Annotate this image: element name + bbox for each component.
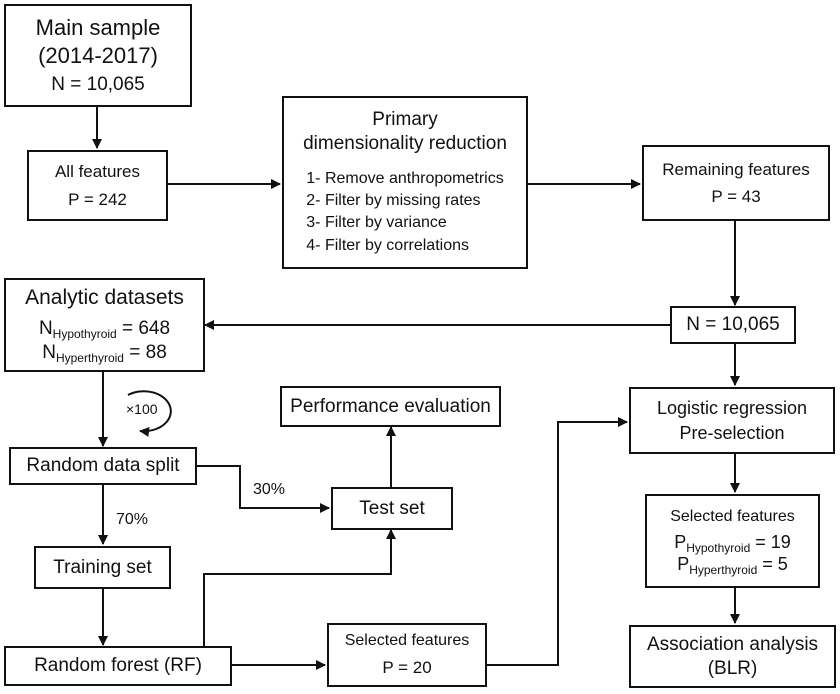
arrow-selected-to-logistic xyxy=(487,417,628,666)
association-line2: (BLR) xyxy=(707,657,758,679)
main-sample-title: Main sample xyxy=(35,15,161,41)
rf-selected-features-box: Selected features P = 20 xyxy=(327,623,487,687)
lr-hypo-subscript: Hypothyroid xyxy=(686,540,751,555)
n-total-box: N = 10,065 xyxy=(670,306,796,344)
logistic-line1: Logistic regression xyxy=(656,398,808,418)
main-sample-n: N = 10,065 xyxy=(51,74,145,96)
training-set-box: Training set xyxy=(34,546,171,589)
rf-selected-p: P = 20 xyxy=(382,658,432,678)
hyper-value: = 88 xyxy=(123,342,167,364)
all-features-title: All features xyxy=(54,162,141,182)
lr-selected-hyper: PHyperthyroid = 5 xyxy=(677,553,788,577)
test-set-box: Test set xyxy=(331,487,453,530)
analytic-hypo-count: NHypothyroid = 648 xyxy=(39,317,170,341)
logistic-line2: Pre-selection xyxy=(679,422,785,443)
association-line1: Association analysis xyxy=(646,633,819,655)
hypo-value: = 648 xyxy=(116,318,171,340)
random-split-box: Random data split xyxy=(9,447,197,485)
lr-selected-title: Selected features xyxy=(670,507,795,525)
n-total-text: N = 10,065 xyxy=(686,314,780,336)
lr-hyper-p-symbol: P xyxy=(677,554,690,574)
test-split-percent: 30% xyxy=(253,481,286,498)
reduction-step: 1- Remove anthropometrics xyxy=(306,169,504,187)
all-features-box: All features P = 242 xyxy=(27,150,168,221)
remaining-features-box: Remaining features P = 43 xyxy=(642,145,830,221)
training-set-text: Training set xyxy=(53,556,152,578)
lr-hyper-value: = 5 xyxy=(757,554,788,574)
hypo-subscript: Hypothyroid xyxy=(52,327,117,342)
random-forest-box: Random forest (RF) xyxy=(4,646,232,686)
hyper-subscript: Hyperthyroid xyxy=(55,351,124,366)
reduction-title-line1: Primary xyxy=(372,109,438,130)
hyper-n-symbol: N xyxy=(42,342,56,364)
all-features-p: P = 242 xyxy=(68,189,127,209)
reduction-steps-list: 1- Remove anthropometrics 2- Filter by m… xyxy=(306,168,503,258)
lr-selected-hypo: PHypothyroid = 19 xyxy=(674,531,791,555)
analytic-datasets-title: Analytic datasets xyxy=(25,286,184,310)
train-split-percent: 70% xyxy=(116,511,149,528)
rf-selected-title: Selected features xyxy=(344,632,470,650)
reduction-step: 4- Filter by correlations xyxy=(306,236,469,254)
reduction-title-line2: dimensionality reduction xyxy=(303,132,507,154)
primary-reduction-box: Primary dimensionality reduction 1- Remo… xyxy=(282,96,528,269)
analytic-hyper-count: NHyperthyroid = 88 xyxy=(42,341,167,365)
main-sample-years: (2014-2017) xyxy=(38,42,158,68)
remaining-features-p: P = 43 xyxy=(711,187,761,206)
reduction-step: 3- Filter by variance xyxy=(306,214,447,232)
association-analysis-box: Association analysis (BLR) xyxy=(629,625,836,688)
performance-evaluation-box: Performance evaluation xyxy=(280,386,501,427)
main-sample-box: Main sample (2014-2017) N = 10,065 xyxy=(4,4,192,107)
remaining-features-title: Remaining features xyxy=(662,159,810,179)
random-split-text: Random data split xyxy=(26,455,180,477)
lr-hypo-p-symbol: P xyxy=(674,531,687,552)
logistic-regression-box: Logistic regression Pre-selection xyxy=(629,387,835,454)
performance-evaluation-text: Performance evaluation xyxy=(290,395,491,417)
reduction-step: 2- Filter by missing rates xyxy=(306,191,481,209)
lr-hypo-value: = 19 xyxy=(750,531,791,552)
hypo-n-symbol: N xyxy=(38,318,53,340)
repeat-label: ×100 xyxy=(126,401,158,417)
lr-selected-features-box: Selected features PHypothyroid = 19 PHyp… xyxy=(645,494,820,588)
analytic-datasets-box: Analytic datasets NHypothyroid = 648 NHy… xyxy=(4,278,205,372)
test-set-text: Test set xyxy=(359,497,425,519)
lr-hyper-subscript: Hyperthyroid xyxy=(689,563,758,577)
random-forest-text: Random forest (RF) xyxy=(34,655,202,677)
